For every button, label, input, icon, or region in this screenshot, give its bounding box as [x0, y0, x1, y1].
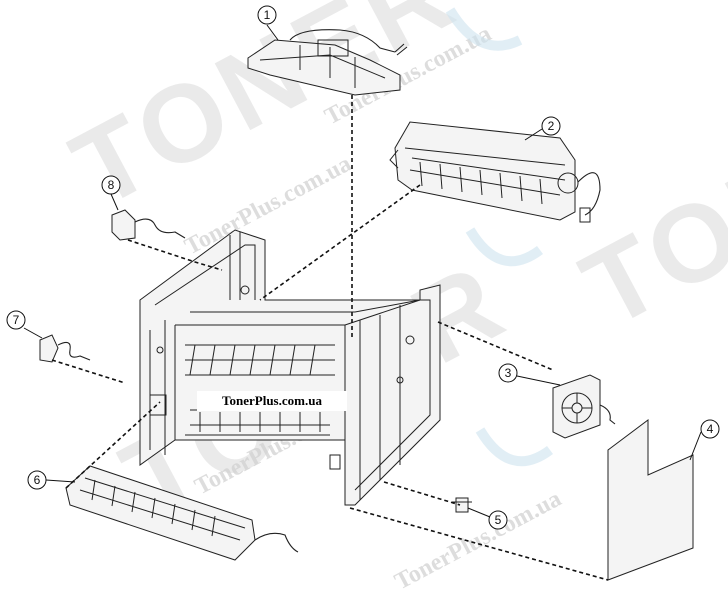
part-8-sensor [111, 209, 186, 241]
part-7-switch [39, 334, 91, 363]
callout-label-6: 6 [34, 473, 41, 487]
watermark-brand-3: TONER [564, 49, 728, 352]
part-5-sensor [452, 497, 472, 513]
callout-4: 4 [689, 419, 720, 461]
callout-2: 2 [524, 116, 561, 141]
callout-label-4: 4 [707, 422, 714, 436]
callout-1: 1 [257, 5, 279, 41]
part-2-assembly [389, 121, 601, 223]
callout-label-3: 3 [505, 366, 512, 380]
leader-lines [51, 95, 609, 581]
watermark-caption: TonerPlus.com.ua [197, 391, 347, 411]
callout-label-8: 8 [108, 178, 115, 192]
callout-label-1: 1 [264, 8, 271, 22]
callout-3: 3 [498, 363, 561, 386]
callout-label-7: 7 [13, 313, 20, 327]
callout-6: 6 [27, 470, 76, 490]
callout-8: 8 [101, 175, 121, 211]
printer-frame [139, 229, 441, 506]
callout-7: 7 [6, 310, 43, 339]
part-3-fan [552, 374, 616, 439]
callout-label-2: 2 [548, 119, 555, 133]
callout-label-5: 5 [495, 513, 502, 527]
part-6-assembly [65, 465, 299, 561]
part-4-sheet [607, 419, 694, 581]
callout-5: 5 [467, 507, 508, 530]
part-1-assembly [247, 29, 408, 96]
watermark-site-4: TonerPlus.com.ua [391, 486, 566, 596]
